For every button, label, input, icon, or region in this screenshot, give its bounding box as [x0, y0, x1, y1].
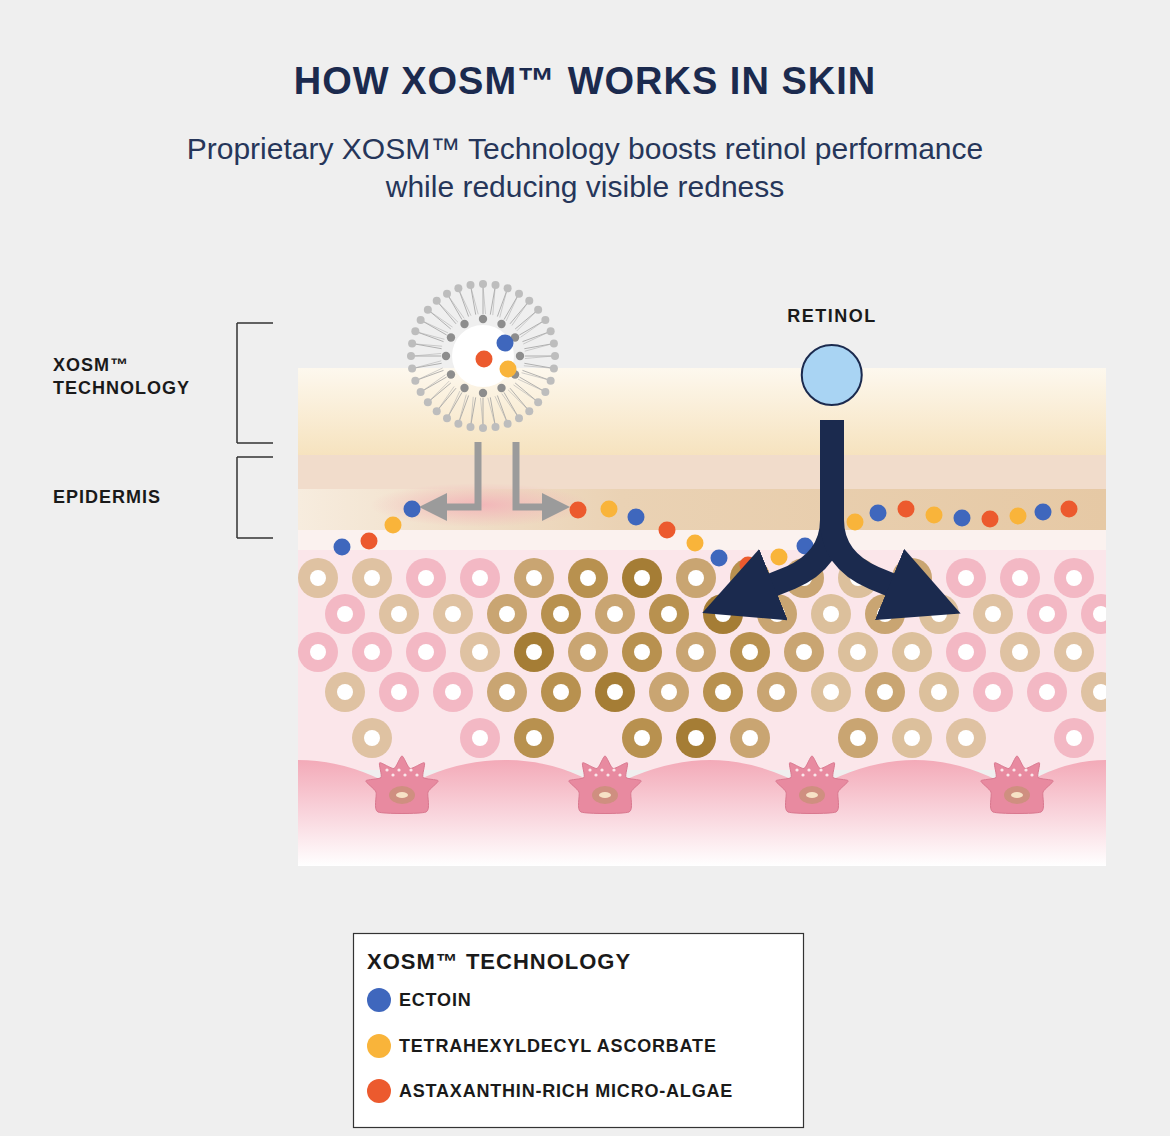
molecule-circle	[783, 343, 881, 407]
layer-label: XOSM™ TECHNOLOGY	[53, 354, 223, 399]
legend-swatch	[366, 987, 392, 1013]
legend-text: ECTOIN	[399, 990, 471, 1011]
legend-swatch	[366, 1033, 392, 1059]
molecule-label: RETINOL	[783, 306, 881, 327]
legend-entry: TETRAHEXYLDECYL ASCORBATE	[366, 1032, 717, 1060]
legend-entry: ECTOIN	[366, 986, 471, 1014]
legend-swatch	[366, 1078, 392, 1104]
retinol-molecule: RETINOL	[783, 306, 881, 407]
caption: Proprietary XOSM™ Technology boosts reti…	[185, 130, 985, 206]
title: HOW XOSM™ WORKS IN SKIN	[0, 60, 1170, 103]
legend-entry: ASTAXANTHIN-RICH MICRO-ALGAE	[366, 1077, 733, 1105]
legend-heading: XOSM™ TECHNOLOGY	[367, 948, 787, 976]
legend-text: TETRAHEXYLDECYL ASCORBATE	[399, 1036, 717, 1057]
legend-text: ASTAXANTHIN-RICH MICRO-ALGAE	[399, 1081, 733, 1102]
layer-label: EPIDERMIS	[53, 486, 223, 509]
